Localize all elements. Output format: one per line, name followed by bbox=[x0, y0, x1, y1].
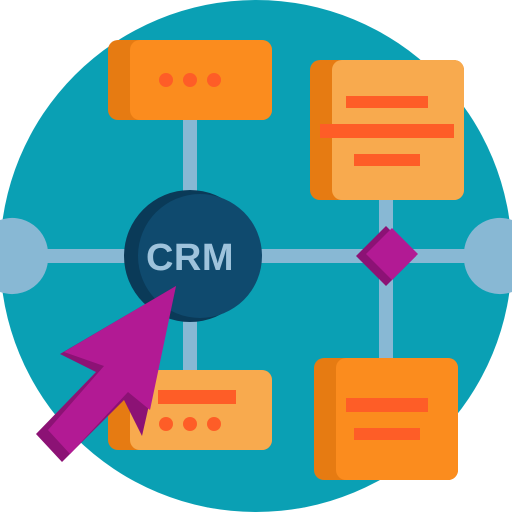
edge-nodes bbox=[0, 217, 512, 295]
cursor-arrow-icon bbox=[36, 286, 176, 462]
diamond-node-icon bbox=[356, 226, 418, 286]
crm-hub-label: CRM bbox=[146, 237, 234, 279]
left-edge-node-bulb bbox=[0, 217, 49, 295]
right-edge-node-bulb bbox=[463, 217, 512, 295]
crm-hub-icon: CRM bbox=[124, 190, 262, 322]
ellipsis-card-icon bbox=[108, 40, 272, 120]
text-card-icon bbox=[310, 60, 464, 200]
text-card-icon bbox=[314, 358, 458, 480]
